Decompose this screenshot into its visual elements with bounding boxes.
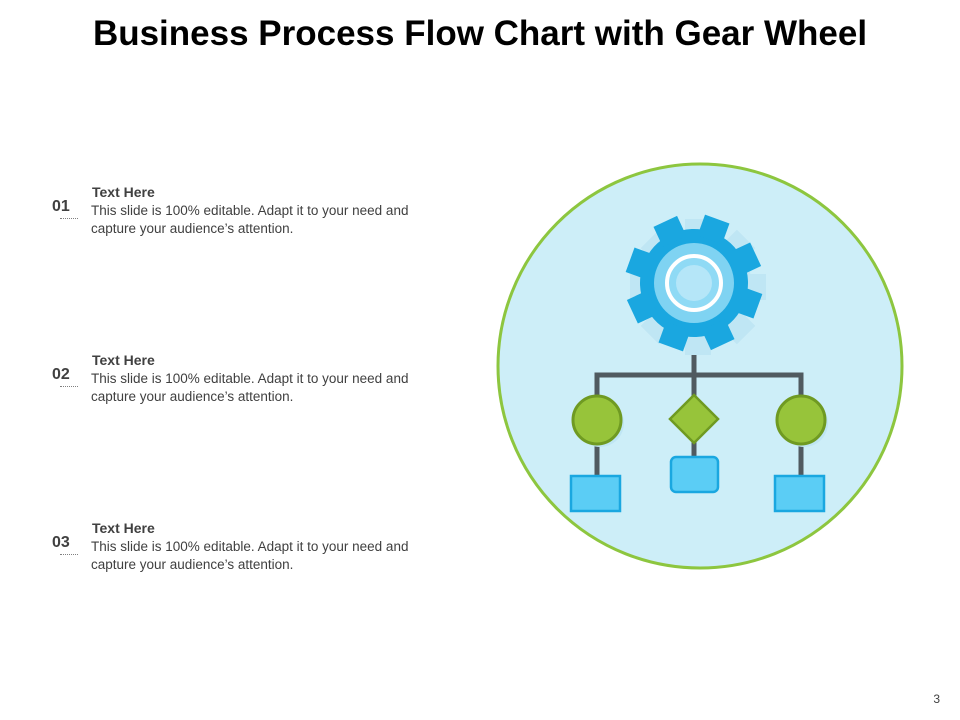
item-body: This slide is 100% editable. Adapt it to… — [91, 203, 409, 236]
item-heading: Text Here — [92, 520, 155, 536]
gear-icon — [625, 214, 766, 355]
page-number: 3 — [933, 692, 940, 706]
item-heading: Text Here — [92, 184, 155, 200]
number-underline — [60, 554, 78, 555]
item-body: This slide is 100% editable. Adapt it to… — [91, 539, 409, 572]
list-item-03: 03 Text Here This slide is 100% editable… — [52, 520, 452, 580]
number-underline — [60, 218, 78, 219]
page-title: Business Process Flow Chart with Gear Wh… — [92, 14, 868, 53]
item-number: 02 — [52, 366, 70, 383]
item-body: This slide is 100% editable. Adapt it to… — [91, 371, 409, 404]
list-item-01: 01 Text Here This slide is 100% editable… — [52, 184, 452, 244]
item-number: 03 — [52, 534, 70, 551]
list-item-02: 02 Text Here This slide is 100% editable… — [52, 352, 452, 412]
circle-node-left — [571, 394, 623, 446]
item-number: 01 — [52, 198, 70, 215]
item-heading: Text Here — [92, 352, 155, 368]
square-node-right — [773, 474, 826, 513]
number-underline — [60, 386, 78, 387]
square-node-left — [569, 474, 622, 513]
diamond-node — [668, 393, 720, 445]
square-node-center — [669, 455, 720, 494]
circle-node-right — [775, 394, 827, 446]
